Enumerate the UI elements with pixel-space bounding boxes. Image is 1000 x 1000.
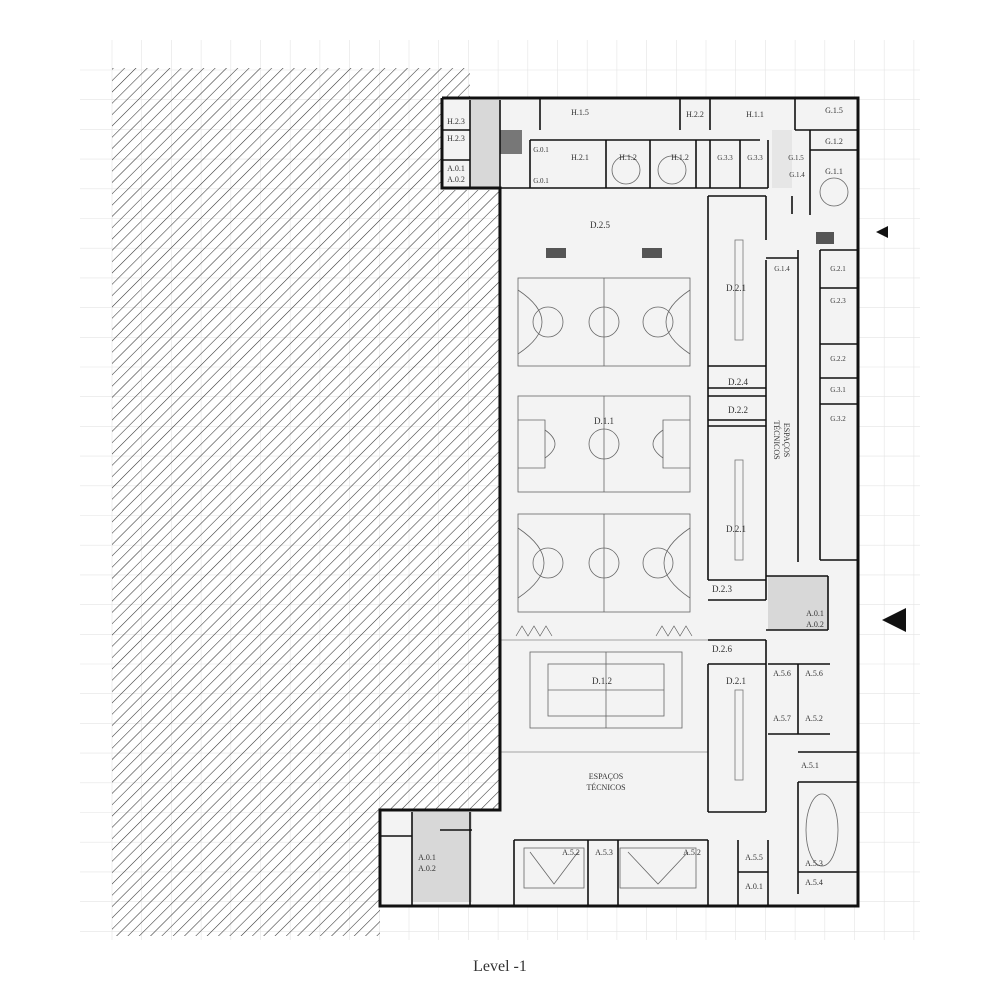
room-label: D.2.2	[728, 405, 748, 415]
room-labels: H.2.3 H.2.3 H.1.5 H.2.2 H.1.1 G.1.5 G.0.…	[418, 106, 846, 891]
room-label: H.2.3	[447, 134, 465, 143]
room-label: H.1.5	[571, 108, 589, 117]
hatched-site-area	[112, 68, 500, 936]
room-label: A.5.6	[805, 669, 823, 678]
room-label: G.3.1	[830, 386, 846, 394]
room-label: A.5.5	[745, 853, 763, 862]
room-label: A.0.1	[418, 853, 436, 862]
room-label: A.0.2	[447, 175, 465, 184]
room-label: H.1.2	[671, 153, 689, 162]
room-label: G.1.5	[825, 106, 843, 115]
room-label: A.0.2	[418, 864, 436, 873]
room-label: D.2.1	[726, 676, 746, 686]
level-caption: Level -1	[473, 958, 527, 975]
room-label: A.5.7	[773, 714, 791, 723]
hall-lines	[500, 625, 708, 753]
room-label: A.5.2	[683, 848, 701, 857]
exterior-walls	[378, 96, 860, 908]
room-label: G.1.4	[774, 265, 790, 273]
room-label: D.1.2	[592, 676, 612, 686]
service-cores	[412, 100, 828, 902]
room-label: H.1.2	[619, 153, 637, 162]
tech-spaces-bottom-line2: TÉCNICOS	[586, 782, 625, 792]
tech-spaces-vertical-line2: TÉCNICOS	[772, 420, 782, 459]
meeting-tables	[523, 155, 849, 889]
room-label: D.2.5	[590, 220, 610, 230]
room-label: G.1.5	[788, 154, 804, 162]
tech-spaces-vertical-line1: ESPAÇOS	[782, 423, 791, 457]
room-label: D.2.6	[712, 644, 732, 654]
room-label: D.2.1	[726, 524, 746, 534]
room-label: H.2.1	[571, 153, 589, 162]
room-label: A.0.1	[806, 609, 824, 618]
room-label: G.2.3	[830, 297, 846, 305]
room-label: G.0.1	[533, 146, 549, 154]
room-label: H.2.3	[447, 117, 465, 126]
room-label: G.0.1	[533, 177, 549, 185]
room-label: D.2.3	[712, 584, 732, 594]
room-label: A.5.6	[773, 669, 791, 678]
room-label: A.5.2	[562, 848, 580, 857]
tech-spaces-bottom-line1: ESPAÇOS	[589, 772, 623, 781]
room-label: A.5.3	[595, 848, 613, 857]
room-label: D.2.4	[728, 377, 748, 387]
entrance-arrow-main	[882, 608, 906, 632]
room-label: A.5.3	[805, 859, 823, 868]
room-label: G.3.2	[830, 415, 846, 423]
room-label: D.2.1	[726, 283, 746, 293]
room-label: G.1.1	[825, 167, 843, 176]
bleachers	[500, 130, 834, 258]
room-label: G.2.1	[830, 265, 846, 273]
room-label: H.1.1	[746, 110, 764, 119]
benches	[734, 239, 744, 781]
room-label: A.0.1	[745, 882, 763, 891]
entrances	[876, 226, 906, 632]
room-label: H.2.2	[686, 110, 704, 119]
room-label: D.1.1	[594, 416, 614, 426]
room-label: G.1.4	[789, 171, 805, 179]
room-label: A.0.1	[447, 164, 465, 173]
room-label: A.0.2	[806, 620, 824, 629]
room-label: G.3.3	[717, 154, 733, 162]
room-label: A.5.2	[805, 714, 823, 723]
sports-courts	[517, 277, 691, 729]
entrance-arrow-north	[876, 226, 888, 238]
room-label: A.5.4	[805, 878, 823, 887]
tech-spaces-vertical: ESPAÇOS TÉCNICOS	[772, 420, 791, 459]
room-label: G.2.2	[830, 355, 846, 363]
room-label: G.1.2	[825, 137, 843, 146]
interior-walls	[380, 98, 858, 906]
room-label: A.5.1	[801, 761, 819, 770]
room-label: G.3.3	[747, 154, 763, 162]
